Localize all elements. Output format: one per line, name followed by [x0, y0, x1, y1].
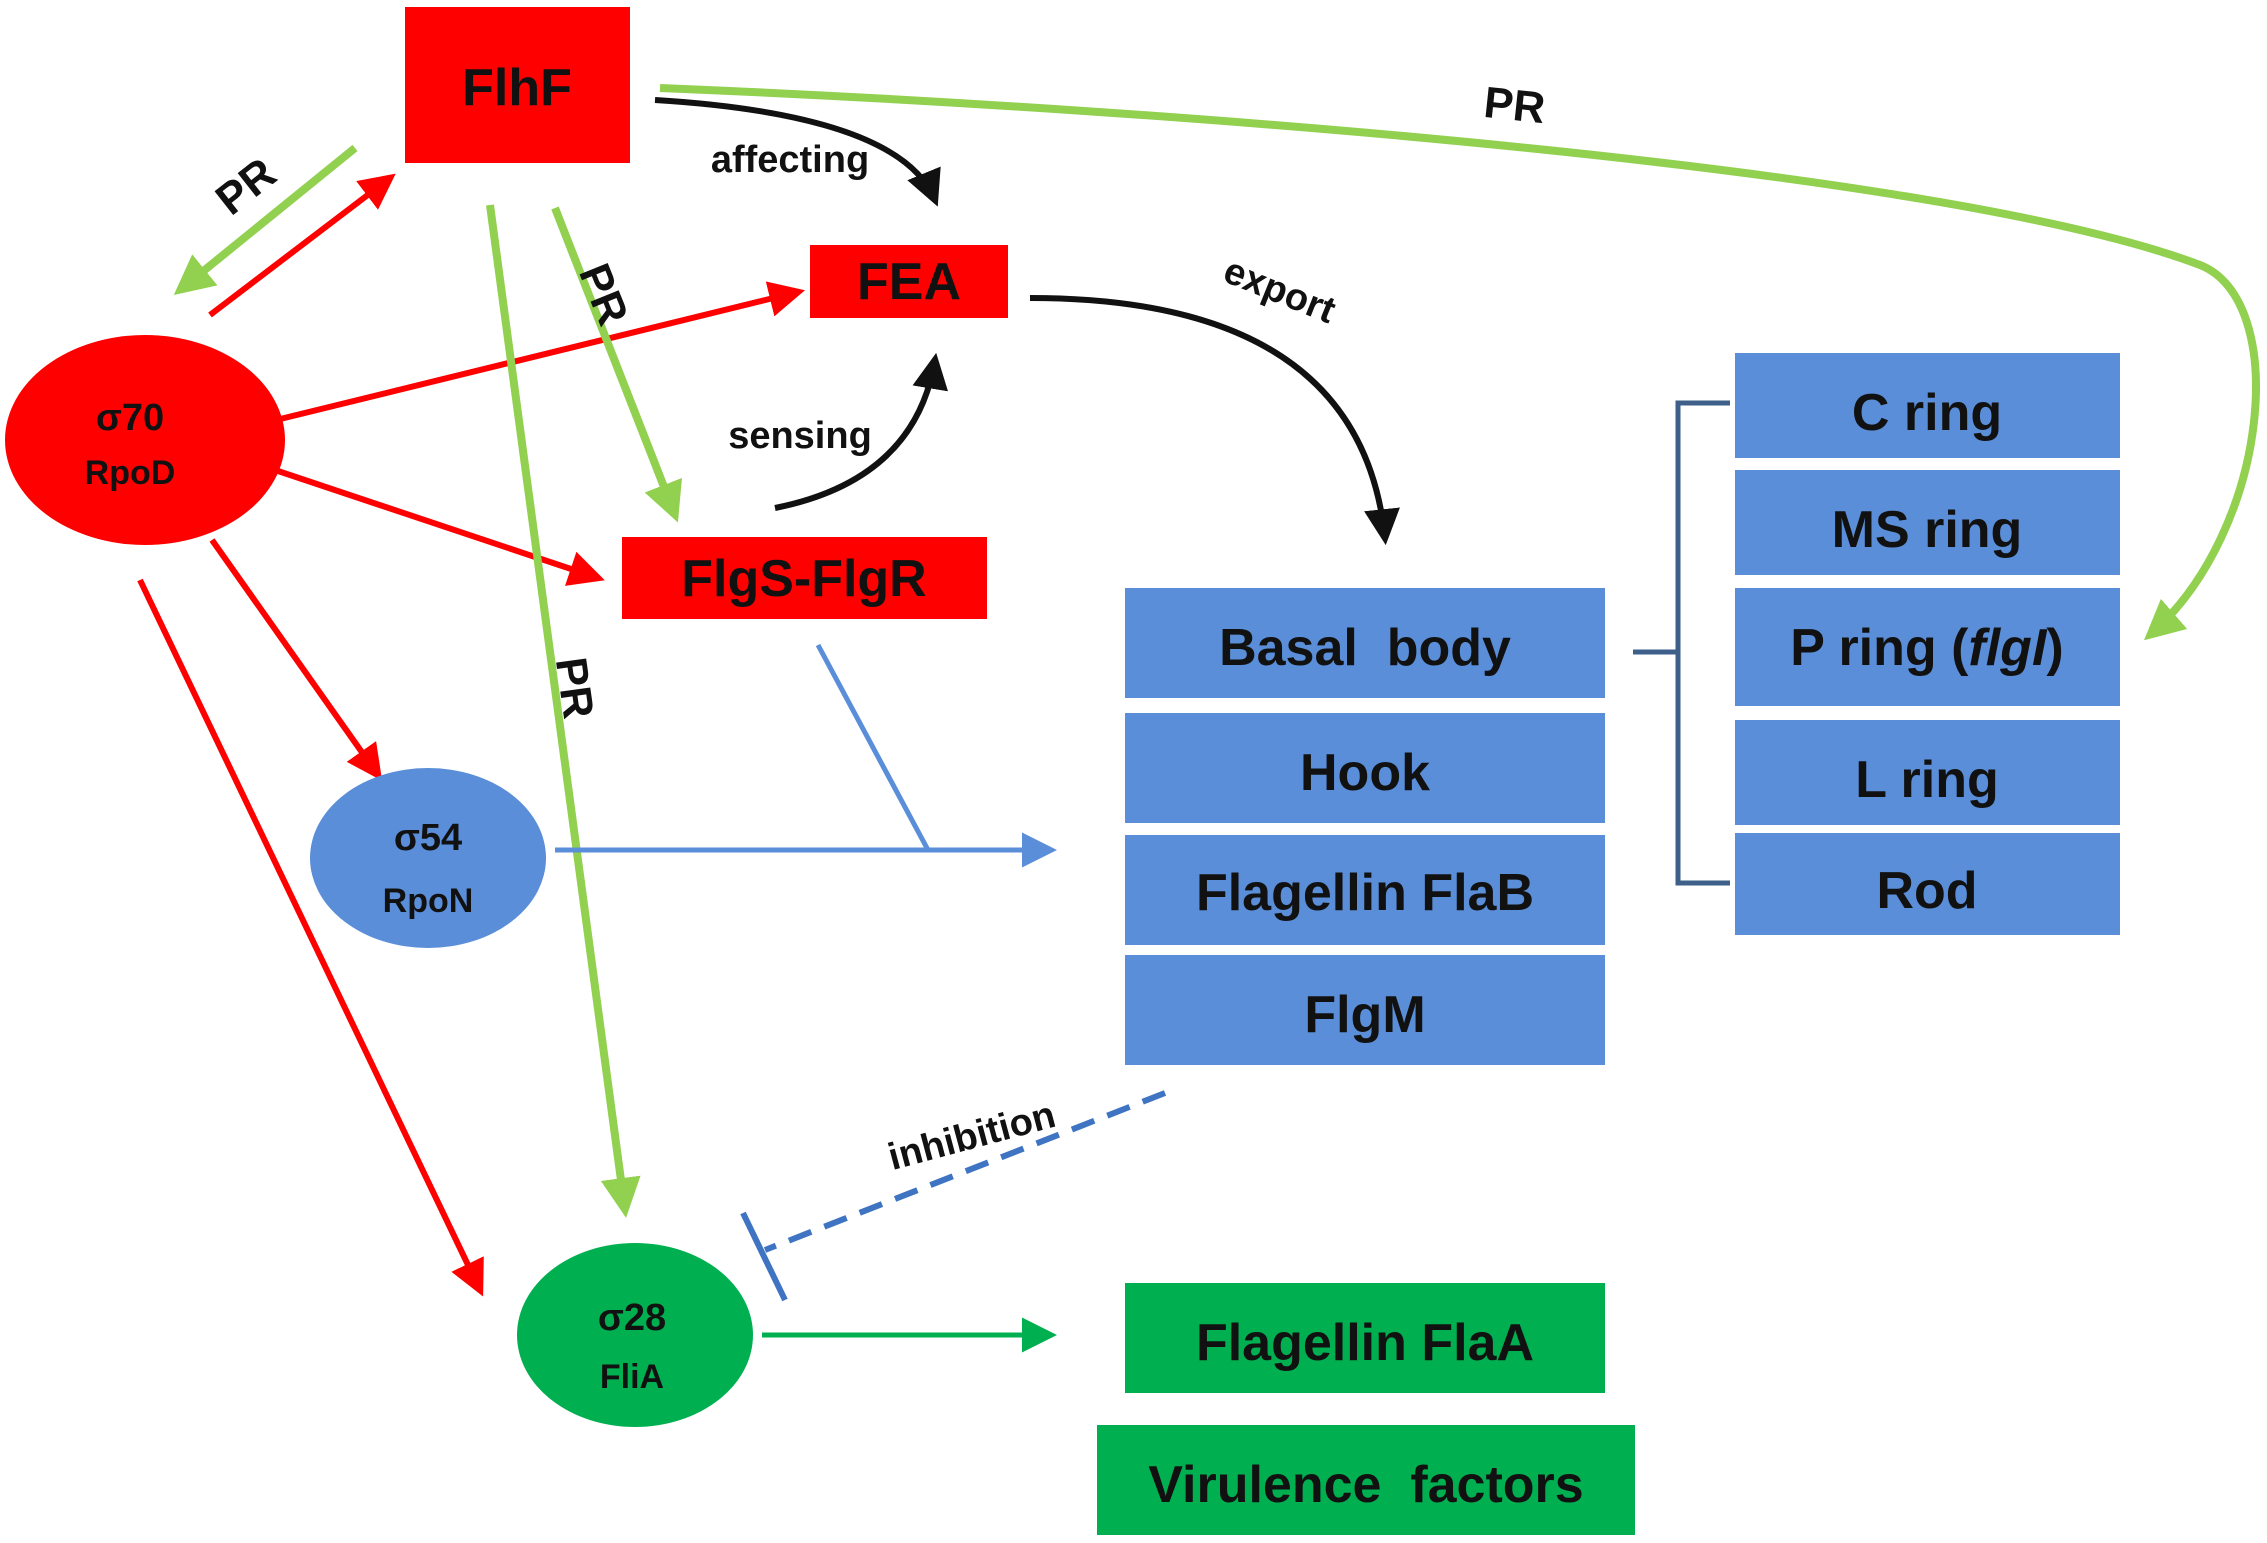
sigma70-ellipse [5, 335, 285, 545]
sensing-label: sensing [728, 415, 872, 457]
virulence-factors-label: Virulence factors [1148, 1456, 1583, 1514]
edge-flhf-to-fea-affecting [654, 97, 941, 207]
flagellin-flaa-label: Flagellin FlaA [1196, 1314, 1534, 1372]
edge-sigma70-to-flhf [208, 173, 396, 318]
edge-flgm-inhibits-sigma28 [740, 1090, 1167, 1302]
node-fea: FEA [810, 245, 1008, 318]
edge-flhf-to-flgs-flgr-pr [551, 206, 682, 523]
edge-fea-to-basal-body-export [1029, 295, 1400, 546]
rod-label: Rod [1876, 862, 1977, 920]
pr-edges [173, 84, 2260, 1218]
sigma28-targets: Flagellin FlaA Virulence factors [1097, 1283, 1635, 1535]
fea-box [810, 245, 1008, 318]
sigma28-name: σ28 [598, 1297, 666, 1339]
edge-flgs-flgr-join [815, 643, 931, 852]
sigma54-gene: RpoN [383, 882, 474, 920]
p-ring-box [1735, 588, 2120, 706]
fea-label: FEA [857, 253, 961, 311]
flhf-box [405, 7, 630, 163]
basal-body-parts: C ring MS ring P ring (flgI) L ring Rod [1735, 353, 2120, 935]
p-ring-prefix: P ring ( [1790, 619, 1969, 677]
c-ring-label: C ring [1852, 384, 2002, 442]
edge-sigma70-to-sigma54 [209, 538, 383, 781]
flagellin-flab-box [1125, 835, 1605, 945]
black-edges [654, 97, 1400, 546]
basal-body-box [1125, 588, 1605, 698]
c-ring-box [1735, 353, 2120, 458]
sigma70-gene: RpoD [85, 454, 176, 492]
p-ring-suffix: ) [2046, 619, 2063, 677]
edge-flhf-to-p-ring-pr [659, 84, 2260, 641]
node-sigma28: σ28 FliA [517, 1243, 753, 1427]
pr-label-flhf-p-ring: PR [1482, 78, 1548, 133]
flgs-flgr-label: FlgS-FlgR [681, 550, 927, 608]
edge-sigma70-to-sigma28 [137, 578, 484, 1297]
l-ring-box [1735, 720, 2120, 825]
l-ring-label: L ring [1855, 751, 1998, 809]
inhibition-line [763, 1090, 1167, 1253]
blue-edges [555, 643, 1057, 868]
rod-box [1735, 833, 2120, 935]
affecting-label: affecting [711, 139, 869, 181]
flagellin-flaa-box [1125, 1283, 1605, 1393]
sigma70-name: σ70 [96, 397, 164, 439]
basal-body-label: Basal body [1219, 619, 1511, 677]
inhibition-bar [740, 1211, 788, 1302]
flgs-flgr-box [622, 537, 987, 619]
edge-flhf-to-sigma70-pr [173, 144, 358, 296]
flgm-label: FlgM [1304, 986, 1425, 1044]
flagellar-structure-stack: Basal body Hook Flagellin FlaB FlgM [1125, 588, 1605, 1065]
virulence-factors-box [1097, 1425, 1635, 1535]
pr-label-flhf-sigma28: PR [546, 654, 603, 721]
structure-bracket [1633, 400, 1730, 886]
edge-sigma70-to-fea [267, 281, 805, 425]
node-sigma70: σ70 RpoD [5, 335, 285, 545]
flgm-box [1125, 955, 1605, 1065]
edge-flgs-flgr-to-fea-sensing [774, 352, 949, 511]
sigma28-gene: FliA [600, 1358, 664, 1396]
red-activation-edges [137, 173, 805, 1297]
node-flhf: FlhF [405, 7, 630, 163]
p-ring-gene: flgI [1968, 619, 2048, 677]
flagellin-flab-label: Flagellin FlaB [1196, 864, 1534, 922]
node-sigma54: σ54 RpoN [310, 768, 546, 948]
hook-box [1125, 713, 1605, 823]
ms-ring-label: MS ring [1832, 501, 2023, 559]
ms-ring-box [1735, 470, 2120, 575]
node-flgs-flgr: FlgS-FlgR [622, 537, 987, 619]
sigma54-ellipse [310, 768, 546, 948]
export-label: export [1218, 250, 1342, 333]
edge-sigma70-to-flgs-flgr [274, 467, 605, 586]
hook-label: Hook [1300, 744, 1430, 802]
p-ring-label: P ring (flgI) [1790, 619, 2063, 677]
sigma54-name: σ54 [394, 817, 462, 859]
edge-flhf-to-sigma28-pr [486, 204, 641, 1218]
sigma28-ellipse [517, 1243, 753, 1427]
flhf-label: FlhF [462, 59, 572, 117]
